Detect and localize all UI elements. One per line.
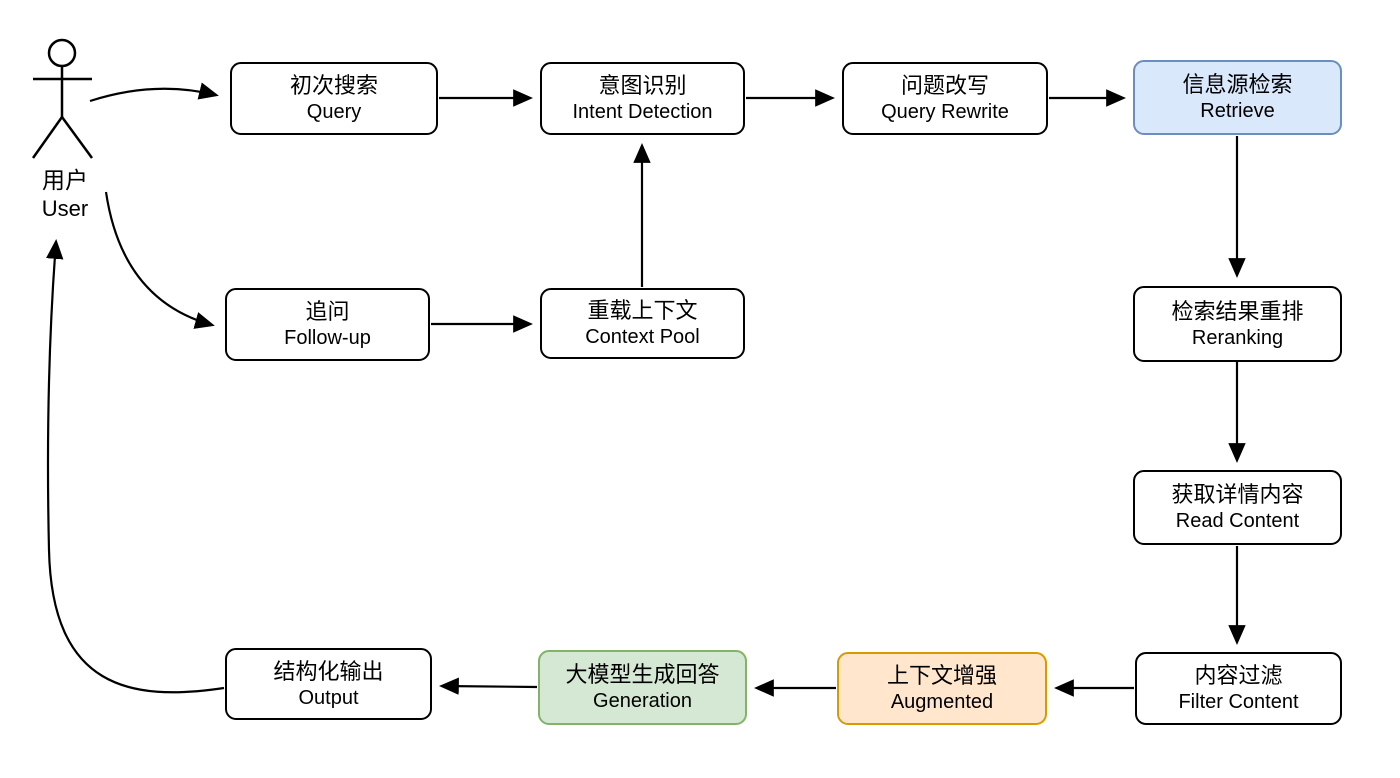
node-followup-label-en: Follow-up	[284, 327, 371, 349]
node-read-label-zh: 获取详情内容	[1171, 482, 1304, 507]
node-read-content: 获取详情内容 Read Content	[1133, 470, 1342, 545]
node-generate-label-zh: 大模型生成回答	[565, 662, 720, 687]
node-query-label-en: Query	[306, 101, 362, 123]
user-label-zh: 用户	[42, 167, 88, 193]
node-query-label-zh: 初次搜索	[289, 73, 378, 98]
node-followup-label-zh: 追问	[305, 299, 350, 324]
node-retrieve-label-en: Retrieve	[1200, 100, 1275, 122]
node-context-label-en: Context Pool	[585, 326, 700, 348]
node-augment-label-zh: 上下文增强	[886, 663, 997, 688]
node-query-rewrite: 问题改写 Query Rewrite	[842, 62, 1048, 135]
node-intent-detection: 意图识别 Intent Detection	[540, 62, 745, 135]
node-rerank-label-en: Reranking	[1191, 326, 1284, 349]
node-rerank-label-zh: 检索结果重排	[1171, 298, 1304, 324]
edge-user-to-followup	[104, 191, 215, 329]
node-query: 初次搜索 Query	[230, 62, 438, 135]
node-context-label-zh: 重载上下文	[587, 298, 698, 323]
node-retrieve: 信息源检索 Retrieve	[1133, 60, 1342, 135]
node-generation: 大模型生成回答 Generation	[538, 650, 747, 725]
edge-generate-to-output	[439, 677, 538, 695]
node-output-label-en: Output	[298, 686, 359, 709]
node-output: 结构化输出 Output	[225, 648, 432, 720]
node-follow-up: 追问 Follow-up	[225, 288, 430, 361]
edge-output-to-user	[46, 239, 225, 694]
user-actor-label: 用户 User	[10, 165, 120, 223]
user-label-en: User	[41, 196, 89, 221]
edge-user-to-query	[89, 82, 219, 103]
user-actor-icon	[31, 38, 94, 159]
node-filter-label-en: Filter Content	[1178, 691, 1299, 713]
node-generate-label-en: Generation	[593, 690, 692, 712]
node-context-pool: 重载上下文 Context Pool	[540, 288, 745, 359]
node-filter-content: 内容过滤 Filter Content	[1135, 652, 1342, 725]
node-augment-label-en: Augmented	[890, 691, 994, 713]
node-intent-label-en: Intent Detection	[572, 101, 713, 123]
node-output-label-zh: 结构化输出	[273, 658, 384, 684]
node-retrieve-label-zh: 信息源检索	[1182, 72, 1293, 97]
node-rewrite-label-zh: 问题改写	[900, 73, 989, 98]
node-intent-label-zh: 意图识别	[598, 73, 687, 98]
node-reranking: 检索结果重排 Reranking	[1133, 286, 1342, 362]
node-filter-label-zh: 内容过滤	[1194, 663, 1283, 688]
node-augmented: 上下文增强 Augmented	[837, 652, 1047, 725]
node-rewrite-label-en: Query Rewrite	[881, 101, 1009, 123]
node-read-label-en: Read Content	[1175, 510, 1300, 532]
